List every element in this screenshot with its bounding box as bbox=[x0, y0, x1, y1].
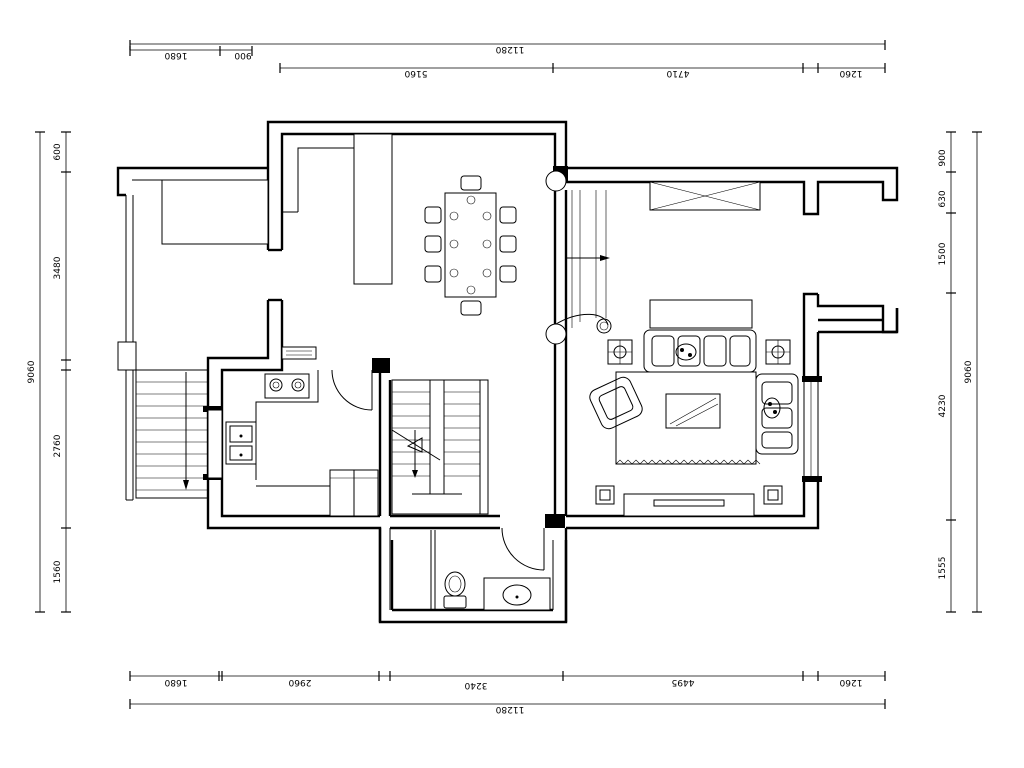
left-dimensions: 9060 600 3480 2760 1560 bbox=[27, 131, 71, 613]
dim-left-600: 600 bbox=[53, 143, 63, 160]
dim-bottom-1260: 1260 bbox=[839, 677, 862, 687]
dim-top-total: 11280 bbox=[495, 44, 524, 54]
window-icon bbox=[649, 181, 761, 211]
dim-right-630: 630 bbox=[938, 190, 948, 207]
dim-left-1560: 1560 bbox=[53, 560, 63, 583]
dining-chair bbox=[424, 175, 517, 316]
kitchen-counter bbox=[161, 133, 393, 285]
top-dimensions: 11280 1680 900 5160 4710 1260 bbox=[129, 40, 886, 78]
left-stairs bbox=[135, 369, 223, 499]
bottom-dimensions: 1680 2960 3240 4495 1260 11280 bbox=[129, 671, 886, 714]
bathroom bbox=[443, 527, 551, 611]
sofa-side-icon bbox=[755, 373, 799, 455]
rug-icon bbox=[615, 371, 761, 465]
dim-top-5160: 5160 bbox=[404, 68, 427, 78]
sink-icon bbox=[225, 421, 257, 465]
dim-right-1500: 1500 bbox=[938, 242, 948, 265]
dim-left-3480: 3480 bbox=[53, 256, 63, 279]
corridor bbox=[545, 170, 612, 345]
dim-top-4710: 4710 bbox=[666, 68, 689, 78]
tv-cabinet-icon bbox=[595, 485, 783, 517]
dim-bottom-total: 11280 bbox=[495, 704, 524, 714]
dim-left-total: 9060 bbox=[27, 360, 37, 383]
side-table-icon bbox=[607, 339, 791, 365]
dim-bottom-2960: 2960 bbox=[288, 677, 311, 687]
cooktop-icon bbox=[264, 373, 310, 399]
dim-bottom-3240: 3240 bbox=[464, 680, 487, 690]
dim-left-2760: 2760 bbox=[53, 434, 63, 457]
sofa-icon bbox=[643, 329, 757, 373]
dim-right-total: 9060 bbox=[964, 360, 974, 383]
fridge-icon bbox=[329, 469, 379, 517]
dining-table bbox=[424, 175, 517, 316]
living-room bbox=[589, 181, 799, 517]
kitchen bbox=[225, 346, 379, 517]
right-dimensions: 900 630 1500 4230 1555 9060 bbox=[938, 131, 982, 613]
dim-right-4230: 4230 bbox=[938, 394, 948, 417]
toilet-icon bbox=[443, 571, 467, 609]
dim-top-900: 900 bbox=[234, 50, 251, 60]
dim-top-1680: 1680 bbox=[164, 50, 187, 60]
dim-top-1260: 1260 bbox=[839, 68, 862, 78]
central-stairs bbox=[391, 379, 489, 515]
dim-right-1555: 1555 bbox=[938, 557, 948, 580]
dim-bottom-4495: 4495 bbox=[672, 677, 695, 687]
washbasin-icon bbox=[483, 577, 551, 611]
dim-right-900: 900 bbox=[938, 149, 948, 166]
dim-bottom-1680: 1680 bbox=[164, 677, 187, 687]
